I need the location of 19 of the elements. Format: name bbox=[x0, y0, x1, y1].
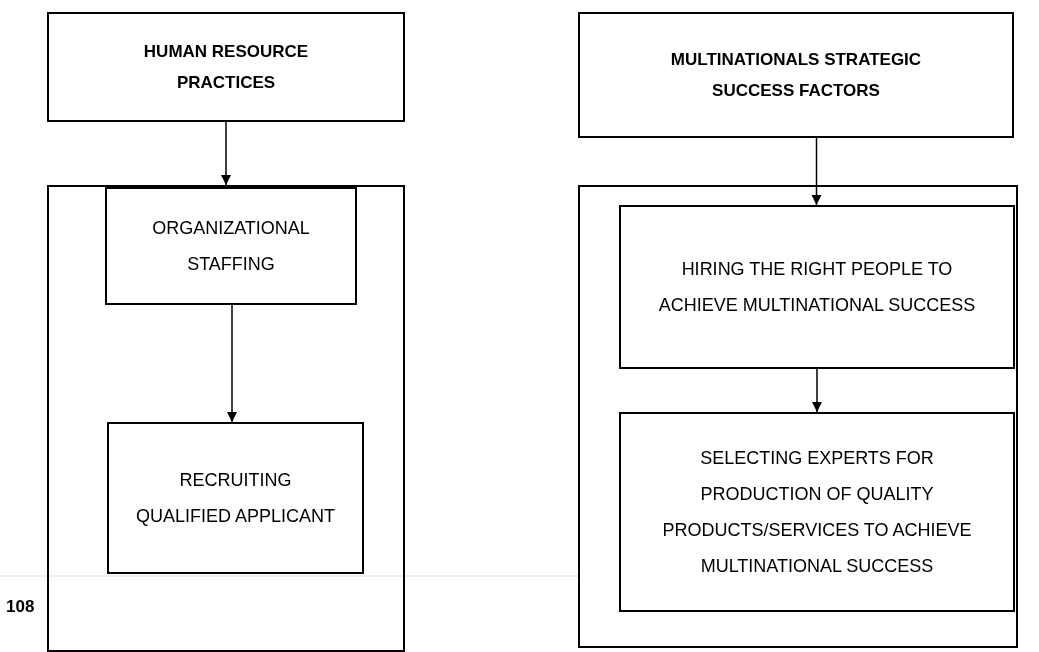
process-box bbox=[107, 422, 364, 574]
box-text: RECRUITING QUALIFIED APPLICANT bbox=[135, 469, 336, 528]
arrow bbox=[226, 304, 238, 423]
container-box bbox=[578, 185, 1018, 648]
arrow bbox=[220, 121, 232, 186]
box-text: SELECTING EXPERTS FOR PRODUCTION OF QUALITY PRODUCTS/SERVICES TO ACHIEVE MULTINATIONAL SUCCESS bbox=[661, 447, 973, 578]
arrow bbox=[811, 137, 822, 206]
heading-box bbox=[47, 12, 405, 122]
box-text: ORGANIZATIONAL STAFFING bbox=[151, 217, 311, 276]
page-number: 108 bbox=[6, 597, 35, 617]
box-text: HUMAN RESOURCE PRACTICES bbox=[142, 41, 310, 94]
process-box bbox=[619, 412, 1015, 612]
heading-box bbox=[578, 12, 1014, 138]
arrow bbox=[811, 368, 823, 413]
box-text: HIRING THE RIGHT PEOPLE TO ACHIEVE MULTINATIONAL SUCCESS bbox=[657, 258, 977, 317]
container-box bbox=[47, 185, 405, 652]
box-text: MULTINATIONALS STRATEGIC SUCCESS FACTORS bbox=[669, 49, 923, 102]
process-box bbox=[105, 187, 357, 305]
process-box bbox=[619, 205, 1015, 369]
